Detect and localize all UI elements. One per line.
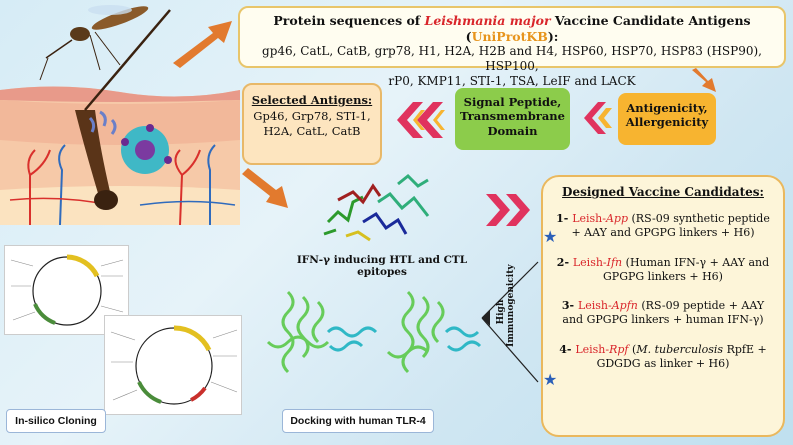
vaccine-candidate-1: 1- Leish-App (RS-09 synthetic peptide + … — [556, 212, 770, 240]
skin-illustration — [0, 5, 240, 226]
cloning-label: In-silico Cloning — [6, 409, 106, 433]
double-chevron-left-icon — [397, 102, 445, 138]
antigen-list-line2: rP0, KMP11, STI-1, TSA, LeIF and LACK — [388, 74, 636, 89]
vaccine-candidate-3: 3- Leish-Apfn (RS-09 peptide + AAY and G… — [561, 299, 765, 327]
star-icon: ★ — [543, 370, 558, 389]
vaccine-candidate-4: 4- Leish-Rpf (M. tuberculosis RpfE + GDG… — [559, 342, 767, 371]
immunogenicity-bracket — [481, 261, 539, 383]
arrow-to-epitopes-icon — [242, 168, 288, 208]
selected-line1: Gp46, Grp78, STI-1, — [253, 109, 371, 124]
plasmid-map-2 — [104, 315, 242, 415]
antigen-list-line1: gp46, CatL, CatB, grp78, H1, H2A, H2B an… — [262, 44, 762, 74]
signal-peptide-box: Signal Peptide, Transmembrane Domain — [455, 88, 570, 150]
high-immunogenicity-label: High Immunogenicity — [496, 264, 516, 347]
antigenicity-box: Antigenicity, Allergenicity — [618, 93, 716, 145]
vaccine-candidates-box: Designed Vaccine Candidates: 1- Leish-Ap… — [541, 175, 785, 437]
epitope-label: IFN-γ inducing HTL and CTL epitopes — [296, 254, 468, 278]
star-icon: ★ — [543, 227, 558, 246]
selected-antigens-box: Selected Antigens: Gp46, Grp78, STI-1, H… — [242, 83, 382, 165]
epitope-structure — [323, 173, 430, 242]
sequences-title: Protein sequences of Leishmania major Va… — [273, 13, 751, 44]
selected-line2: H2A, CatL, CatB — [263, 123, 361, 138]
docking-label: Docking with human TLR-4 — [282, 409, 434, 433]
selected-antigens-heading: Selected Antigens: — [251, 93, 373, 107]
plasmid-map-1 — [4, 245, 129, 335]
protein-sequences-box: Protein sequences of Leishmania major Va… — [238, 6, 786, 88]
vaccine-heading: Designed Vaccine Candidates: — [562, 185, 764, 199]
double-chevron-right-icon — [486, 194, 530, 226]
arrow-down-icon — [692, 68, 716, 92]
species-name: Leishmania major — [424, 13, 551, 28]
database-name: UniProtKB — [471, 28, 548, 44]
chevron-left-icon — [584, 102, 612, 134]
arrow-to-sequences-icon — [173, 21, 232, 68]
vaccine-candidate-2: 2- Leish-Ifn (Human IFN-γ + AAY and GPGP… — [556, 255, 770, 283]
tlr4-docking-structures — [266, 290, 482, 374]
